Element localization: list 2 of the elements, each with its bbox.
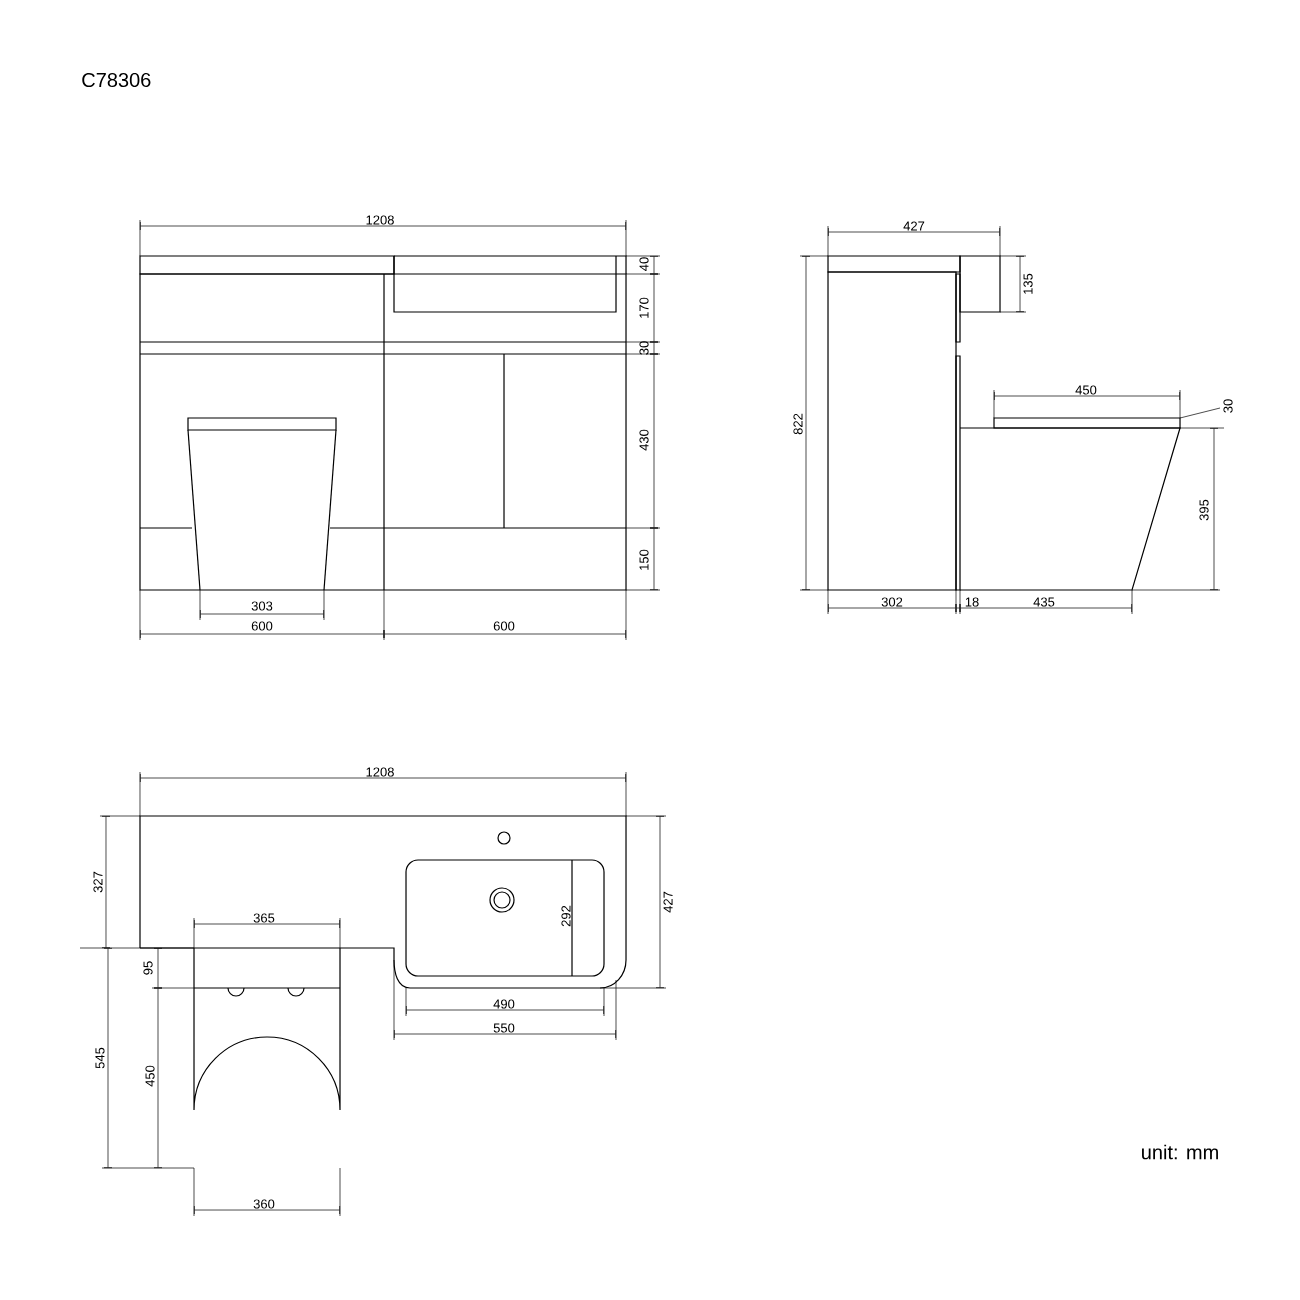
unit-note: unit: mm [1142,1144,1218,1160]
title: C78306 [82,72,151,88]
